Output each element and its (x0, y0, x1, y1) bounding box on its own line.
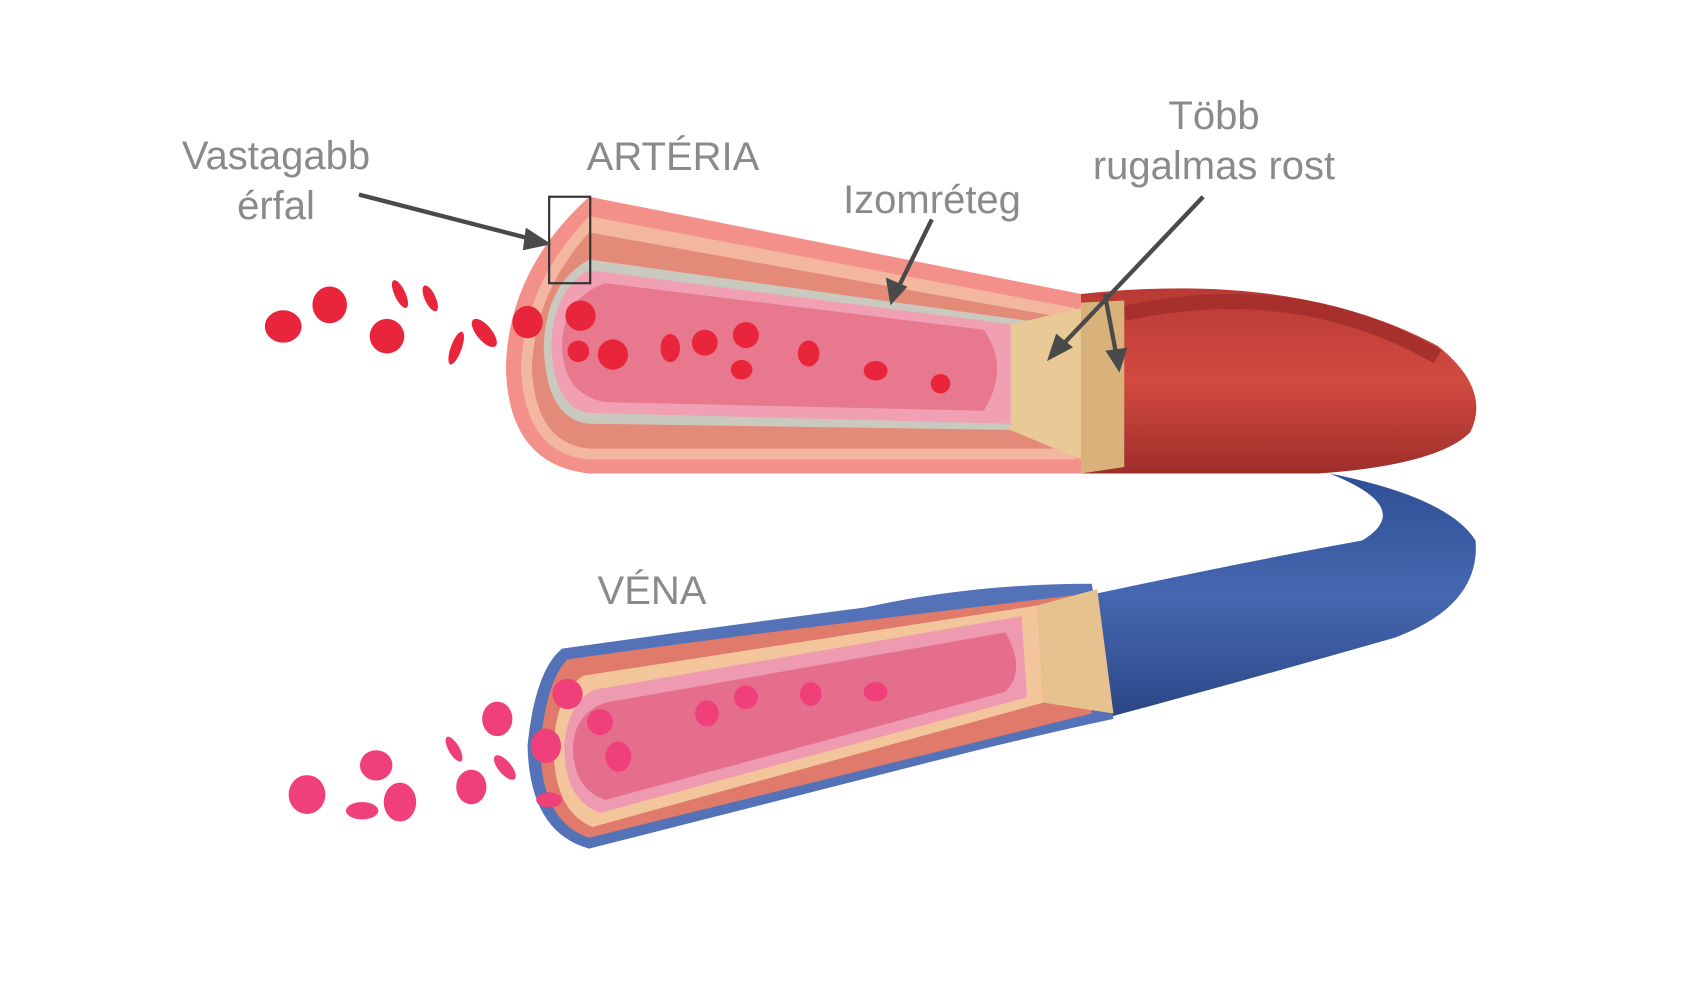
thicker-wall-callout-box (548, 195, 592, 285)
artery (505, 196, 1477, 474)
vein-label: VÉNA (597, 569, 707, 613)
pointer-arrows (358, 192, 1205, 373)
artery-blood-cells (264, 280, 951, 394)
artery-label: ARTÉRIA (586, 135, 760, 179)
vein-blood-cells (288, 678, 888, 822)
elastic-fibers-label-line2: rugalmas rost (1092, 144, 1336, 188)
vein (527, 473, 1476, 849)
elastic-fibers-label-line1: Több (1168, 94, 1260, 138)
elastic-fibers-label: Több rugalmas rost (1093, 91, 1335, 191)
thicker-wall-label-line1: Vastagabb (181, 134, 371, 178)
thicker-wall-label: Vastagabb érfal (182, 131, 370, 231)
thicker-wall-label-line2: érfal (237, 184, 315, 228)
muscle-layer-label: Izomréteg (843, 178, 1021, 222)
